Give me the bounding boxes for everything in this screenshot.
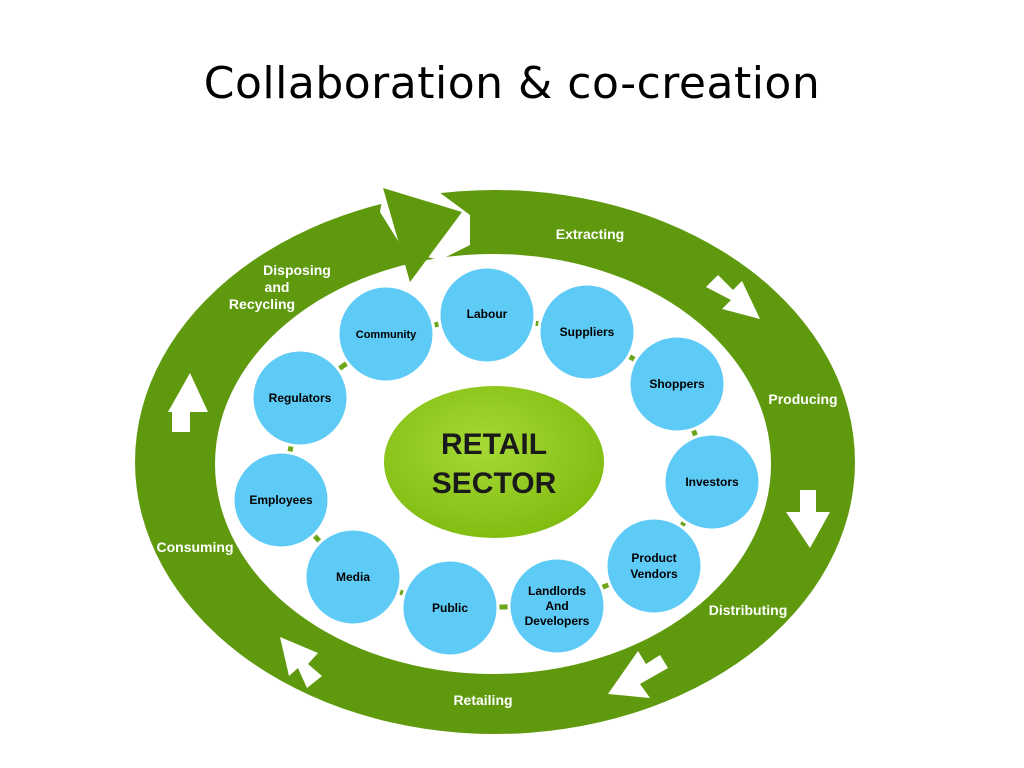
stage-disposing-line1: Disposing xyxy=(263,262,331,278)
stakeholder-nodes xyxy=(231,265,762,658)
node-landlords-developers xyxy=(507,556,607,656)
stage-labels: Extracting Producing Distributing Retail… xyxy=(157,226,838,708)
label-community: Community xyxy=(356,329,417,341)
retail-sector-center: RETAIL SECTOR xyxy=(384,386,604,538)
center-label-line1: RETAIL xyxy=(441,428,547,461)
stakeholder-labels: Community Labour Suppliers Shoppers Inve… xyxy=(249,307,739,628)
label-shoppers: Shoppers xyxy=(649,377,705,391)
label-landlords-line2: And xyxy=(545,599,568,613)
flow-arrows xyxy=(168,275,830,698)
node-suppliers xyxy=(537,282,637,382)
label-landlords-line3: Developers xyxy=(525,614,590,628)
node-public xyxy=(400,558,500,658)
flow-arrow-producing-icon xyxy=(786,490,830,548)
label-regulators: Regulators xyxy=(269,391,332,405)
slide-title: Collaboration & co-creation xyxy=(203,58,821,109)
flow-arrow-retailing-icon xyxy=(280,637,322,688)
label-investors: Investors xyxy=(685,475,739,489)
label-product-vendors-line2: Vendors xyxy=(630,567,678,581)
stage-extracting: Extracting xyxy=(556,226,624,242)
label-employees: Employees xyxy=(249,493,313,507)
node-employees xyxy=(231,450,331,550)
stage-producing: Producing xyxy=(768,391,837,407)
stage-distributing: Distributing xyxy=(709,602,788,618)
node-shoppers xyxy=(627,334,727,434)
stage-disposing-line2: and xyxy=(265,279,290,295)
label-landlords-line1: Landlords xyxy=(528,584,586,598)
label-product-vendors-line1: Product xyxy=(631,551,676,565)
flow-arrow-consuming-icon xyxy=(168,373,208,432)
stage-disposing-line3: Recycling xyxy=(229,296,295,312)
label-media: Media xyxy=(336,570,370,584)
stage-consuming: Consuming xyxy=(157,539,234,555)
label-labour: Labour xyxy=(467,307,508,321)
node-labour xyxy=(437,265,537,365)
node-community xyxy=(336,284,436,384)
ring-arrowhead xyxy=(383,188,462,282)
flow-arrow-extracting-icon xyxy=(706,275,760,319)
node-investors xyxy=(662,432,762,532)
node-regulators xyxy=(250,348,350,448)
node-product-vendors xyxy=(604,516,704,616)
stage-retailing: Retailing xyxy=(453,692,512,708)
label-suppliers: Suppliers xyxy=(560,325,615,339)
node-media xyxy=(303,527,403,627)
center-label-line2: SECTOR xyxy=(432,467,557,500)
flow-arrow-distributing-icon xyxy=(608,651,668,698)
label-public: Public xyxy=(432,601,468,615)
